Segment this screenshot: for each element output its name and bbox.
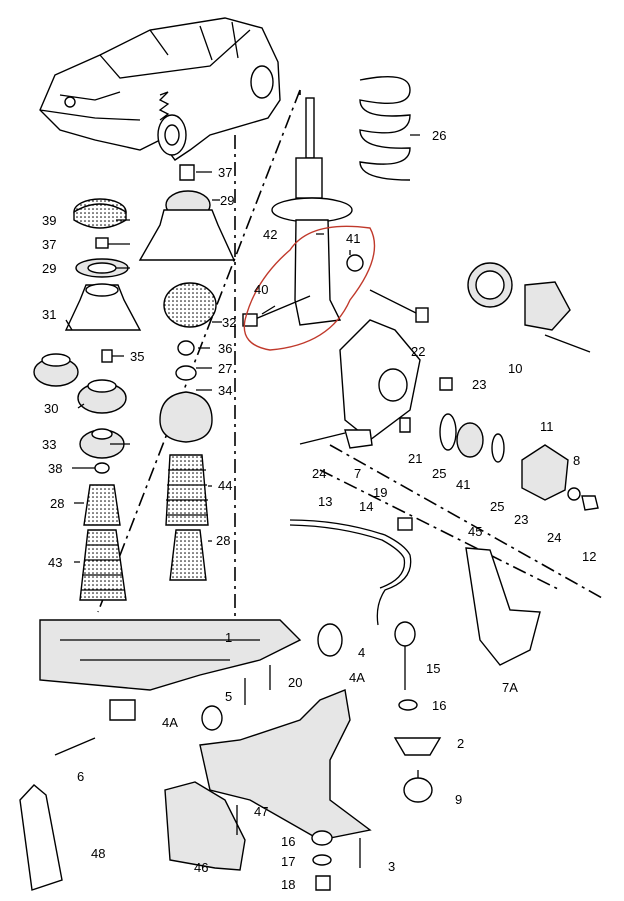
part-label: 28 — [216, 533, 230, 548]
part-label: 25 — [432, 466, 446, 481]
part-label: 12 — [582, 549, 596, 564]
part-label: 18 — [281, 877, 295, 892]
leader-lines — [65, 134, 420, 563]
grease-tube-and-shield — [19, 781, 361, 891]
part-label: 1 — [225, 630, 232, 645]
part-label: 41 — [346, 231, 360, 246]
part-label: 24 — [547, 530, 561, 545]
part-label: 33 — [42, 437, 56, 452]
car-illustration — [39, 17, 281, 161]
part-label: 32 — [222, 315, 236, 330]
part-label: 8 — [573, 453, 580, 468]
part-label: 48 — [91, 846, 105, 861]
part-label: 29 — [220, 193, 234, 208]
part-label: 47 — [254, 804, 268, 819]
part-label: 9 — [455, 792, 462, 807]
part-label: 29 — [42, 261, 56, 276]
part-label: 37 — [218, 165, 232, 180]
part-label: 4A — [162, 715, 178, 730]
part-label: 23 — [472, 377, 486, 392]
assembly-frames — [97, 89, 603, 620]
part-label: 16 — [432, 698, 446, 713]
strut-and-spring — [242, 75, 411, 351]
part-label: 36 — [218, 341, 232, 356]
part-label: 26 — [432, 128, 446, 143]
part-label: 46 — [194, 860, 208, 875]
part-label: 2 — [457, 736, 464, 751]
part-label: 43 — [48, 555, 62, 570]
part-label: 25 — [490, 499, 504, 514]
part-label: 44 — [218, 478, 232, 493]
part-label: 40 — [254, 282, 268, 297]
part-label: 20 — [288, 675, 302, 690]
part-number-labels: 37 29 39 37 29 26 42 41 40 31 32 35 36 2… — [42, 128, 596, 892]
part-label: 22 — [411, 344, 425, 359]
part-label: 23 — [514, 512, 528, 527]
part-label: 16 — [281, 834, 295, 849]
part-label: 7 — [354, 466, 361, 481]
left-mount-stack — [33, 198, 142, 601]
part-label: 31 — [42, 307, 56, 322]
part-label: 10 — [508, 361, 522, 376]
part-label: 42 — [263, 227, 277, 242]
part-label: 41 — [456, 477, 470, 492]
part-label: 27 — [218, 361, 232, 376]
part-label: 28 — [50, 496, 64, 511]
knuckle-and-hub — [299, 262, 599, 511]
part-label: 30 — [44, 401, 58, 416]
part-label: 15 — [426, 661, 440, 676]
part-label: 24 — [312, 466, 326, 481]
part-label: 17 — [281, 854, 295, 869]
part-label: 38 — [48, 461, 62, 476]
part-label: 11 — [540, 419, 554, 434]
part-label: 5 — [225, 689, 232, 704]
part-label: 6 — [77, 769, 84, 784]
part-label: 4 — [358, 645, 365, 660]
part-label: 39 — [42, 213, 56, 228]
center-mount-stack — [138, 164, 236, 581]
part-label: 4A — [349, 670, 365, 685]
part-label: 37 — [42, 237, 56, 252]
part-label: 19 — [373, 485, 387, 500]
part-label: 35 — [130, 349, 144, 364]
part-label: 45 — [468, 524, 482, 539]
part-label: 34 — [218, 383, 232, 398]
stabilizer-and-subframe — [39, 517, 541, 841]
part-label: 14 — [359, 499, 373, 514]
part-label: 21 — [408, 451, 422, 466]
part-label: 7A — [502, 680, 518, 695]
part-label: 13 — [318, 494, 332, 509]
part-label: 3 — [388, 859, 395, 874]
